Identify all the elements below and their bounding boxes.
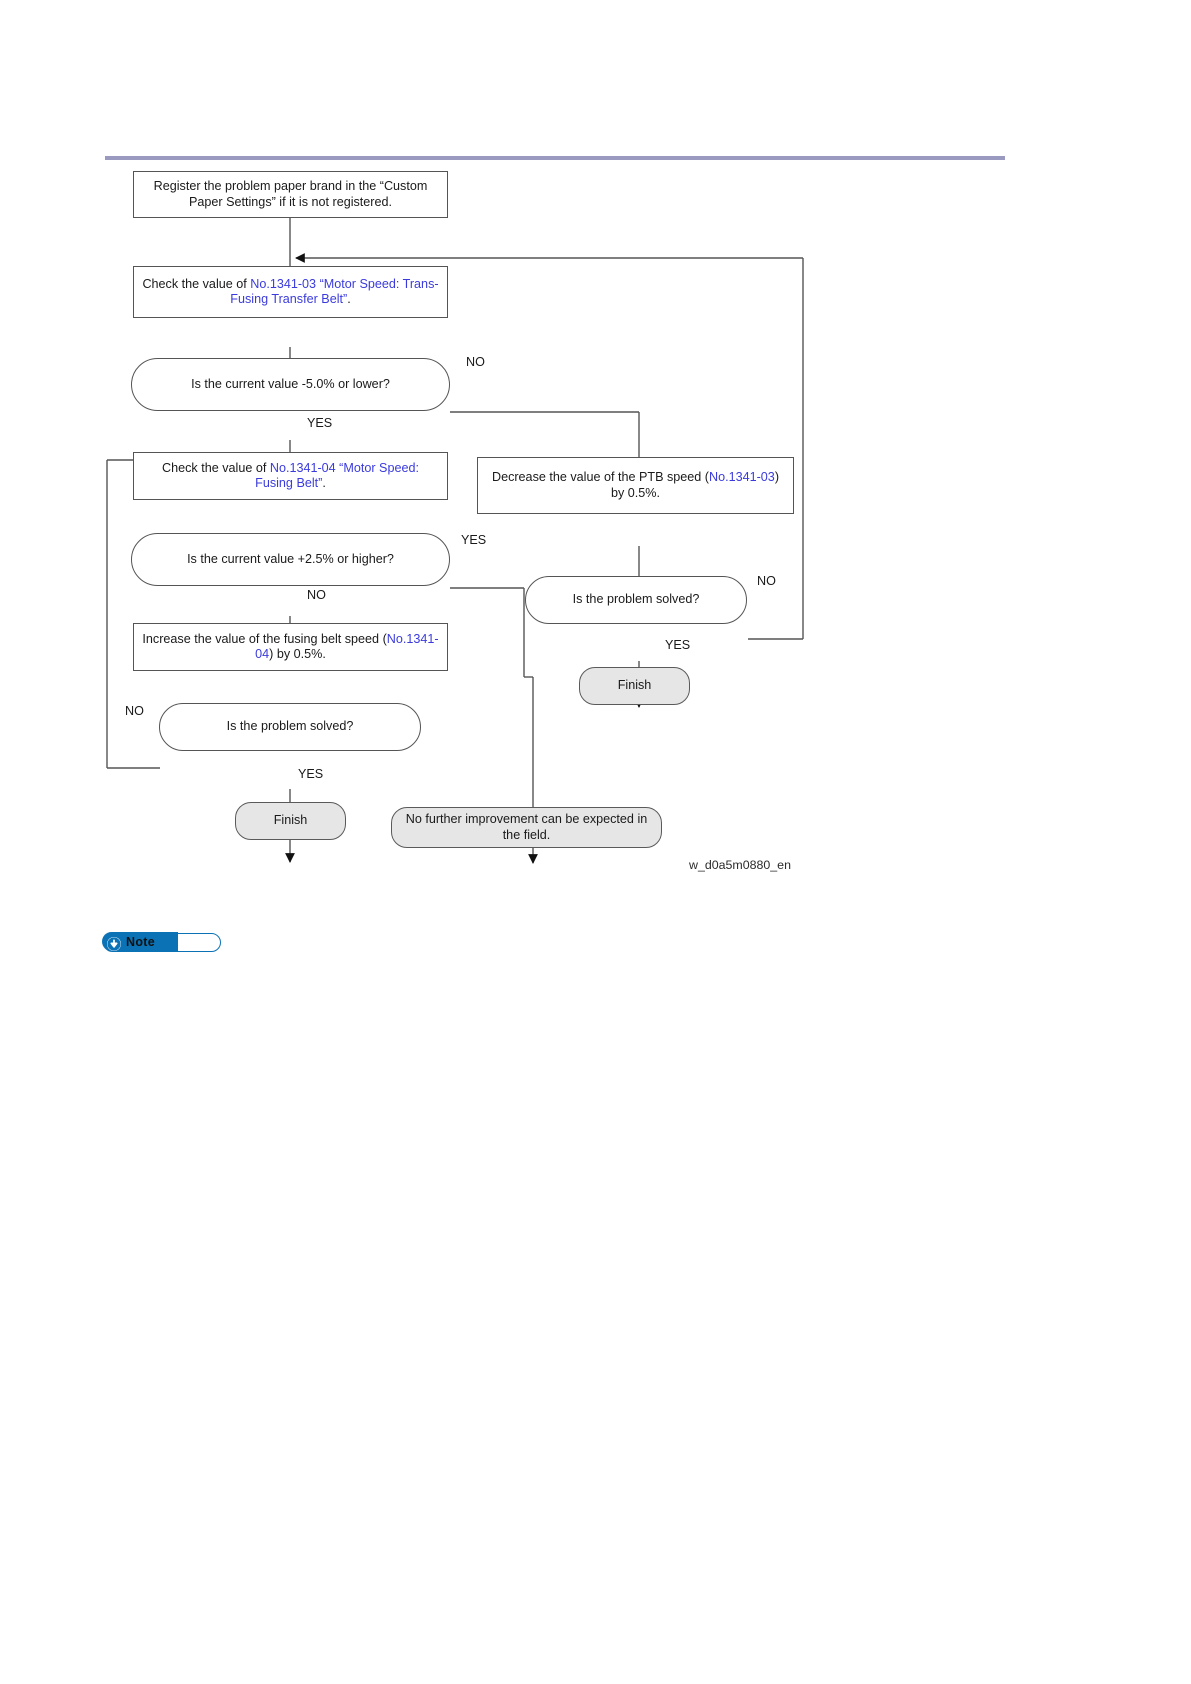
note-badge-pill xyxy=(102,932,179,952)
terminator-finish-left[interactable]: Finish xyxy=(235,802,346,840)
header-divider-rule xyxy=(105,156,1005,160)
decision-current-value-plus-2-5[interactable]: Is the current value +2.5% or higher? xyxy=(131,533,450,586)
edge-label-yes-minus5: YES xyxy=(307,416,333,430)
node-increase-fusing-belt-speed-text: Increase the value of the fusing belt sp… xyxy=(142,632,439,663)
node-check-1341-03-text: Check the value of No.1341-03 “Motor Spe… xyxy=(142,277,439,308)
node-check-1341-03-prefix: Check the value of xyxy=(142,276,251,291)
node-increase-fusing-belt-speed-link: No.1341-04 xyxy=(255,631,439,662)
node-check-1341-04-text: Check the value of No.1341-04 “Motor Spe… xyxy=(142,461,439,492)
node-check-1341-04-suffix: . xyxy=(322,476,326,490)
terminator-finish-left-text: Finish xyxy=(273,813,308,828)
decision-current-value-minus-5-text: Is the current value -5.0% or lower? xyxy=(191,376,390,391)
node-increase-fusing-belt-speed-suffix: ) by 0.5%. xyxy=(269,647,326,661)
node-check-1341-03[interactable]: Check the value of No.1341-03 “Motor Spe… xyxy=(133,266,448,318)
node-check-1341-04-prefix: Check the value of xyxy=(162,460,270,475)
terminator-no-further-improvement[interactable]: No further improvement can be expected i… xyxy=(391,807,662,848)
note-badge[interactable]: Note xyxy=(102,932,221,952)
decision-current-value-plus-2-5-text: Is the current value +2.5% or higher? xyxy=(187,551,394,566)
terminator-finish-right[interactable]: Finish xyxy=(579,667,690,705)
edge-label-no-solved-right: NO xyxy=(757,574,776,588)
node-register-paper-brand[interactable]: Register the problem paper brand in the … xyxy=(133,171,448,218)
node-check-1341-03-suffix: . xyxy=(347,292,351,306)
node-check-1341-04-link: No.1341-04 “Motor Speed: Fusing Belt” xyxy=(255,460,419,491)
node-increase-fusing-belt-speed-prefix: Increase the value of the fusing belt sp… xyxy=(142,631,387,646)
node-decrease-ptb-speed[interactable]: Decrease the value of the PTB speed (No.… xyxy=(477,457,794,514)
decision-problem-solved-right[interactable]: Is the problem solved? xyxy=(525,576,747,624)
terminator-finish-right-text: Finish xyxy=(617,678,652,693)
terminator-no-further-improvement-text: No further improvement can be expected i… xyxy=(405,812,648,842)
node-check-1341-03-link: No.1341-03 “Motor Speed: Trans-Fusing Tr… xyxy=(230,276,439,307)
decision-problem-solved-right-text: Is the problem solved? xyxy=(572,592,700,607)
decision-current-value-minus-5[interactable]: Is the current value -5.0% or lower? xyxy=(131,358,450,411)
edge-label-no-solved-left: NO xyxy=(125,704,144,718)
edge-label-yes-solved-right: YES xyxy=(665,638,691,652)
edge-label-no-plus25: NO xyxy=(307,588,326,602)
edge-label-no-minus5: NO xyxy=(466,355,485,369)
node-decrease-ptb-speed-link: No.1341-03 xyxy=(708,470,775,484)
decision-problem-solved-left-text: Is the problem solved? xyxy=(226,719,354,734)
flowchart-diagram: Register the problem paper brand in the … xyxy=(106,171,804,872)
node-increase-fusing-belt-speed[interactable]: Increase the value of the fusing belt sp… xyxy=(133,623,448,671)
figure-code-label: w_d0a5m0880_en xyxy=(689,858,791,872)
node-decrease-ptb-speed-suffix: ) by 0.5%. xyxy=(610,470,780,500)
node-register-paper-brand-text: Register the problem paper brand in the … xyxy=(153,179,428,209)
decision-problem-solved-left[interactable]: Is the problem solved? xyxy=(159,703,421,751)
node-decrease-ptb-speed-text: Decrease the value of the PTB speed (No.… xyxy=(486,470,785,501)
edge-label-yes-plus25: YES xyxy=(461,533,487,547)
note-badge-label: Note xyxy=(126,935,155,949)
node-check-1341-04[interactable]: Check the value of No.1341-04 “Motor Spe… xyxy=(133,452,448,500)
node-decrease-ptb-speed-prefix: Decrease the value of the PTB speed ( xyxy=(491,470,709,484)
down-arrow-icon xyxy=(107,936,121,951)
edge-label-yes-solved-left: YES xyxy=(298,767,324,781)
